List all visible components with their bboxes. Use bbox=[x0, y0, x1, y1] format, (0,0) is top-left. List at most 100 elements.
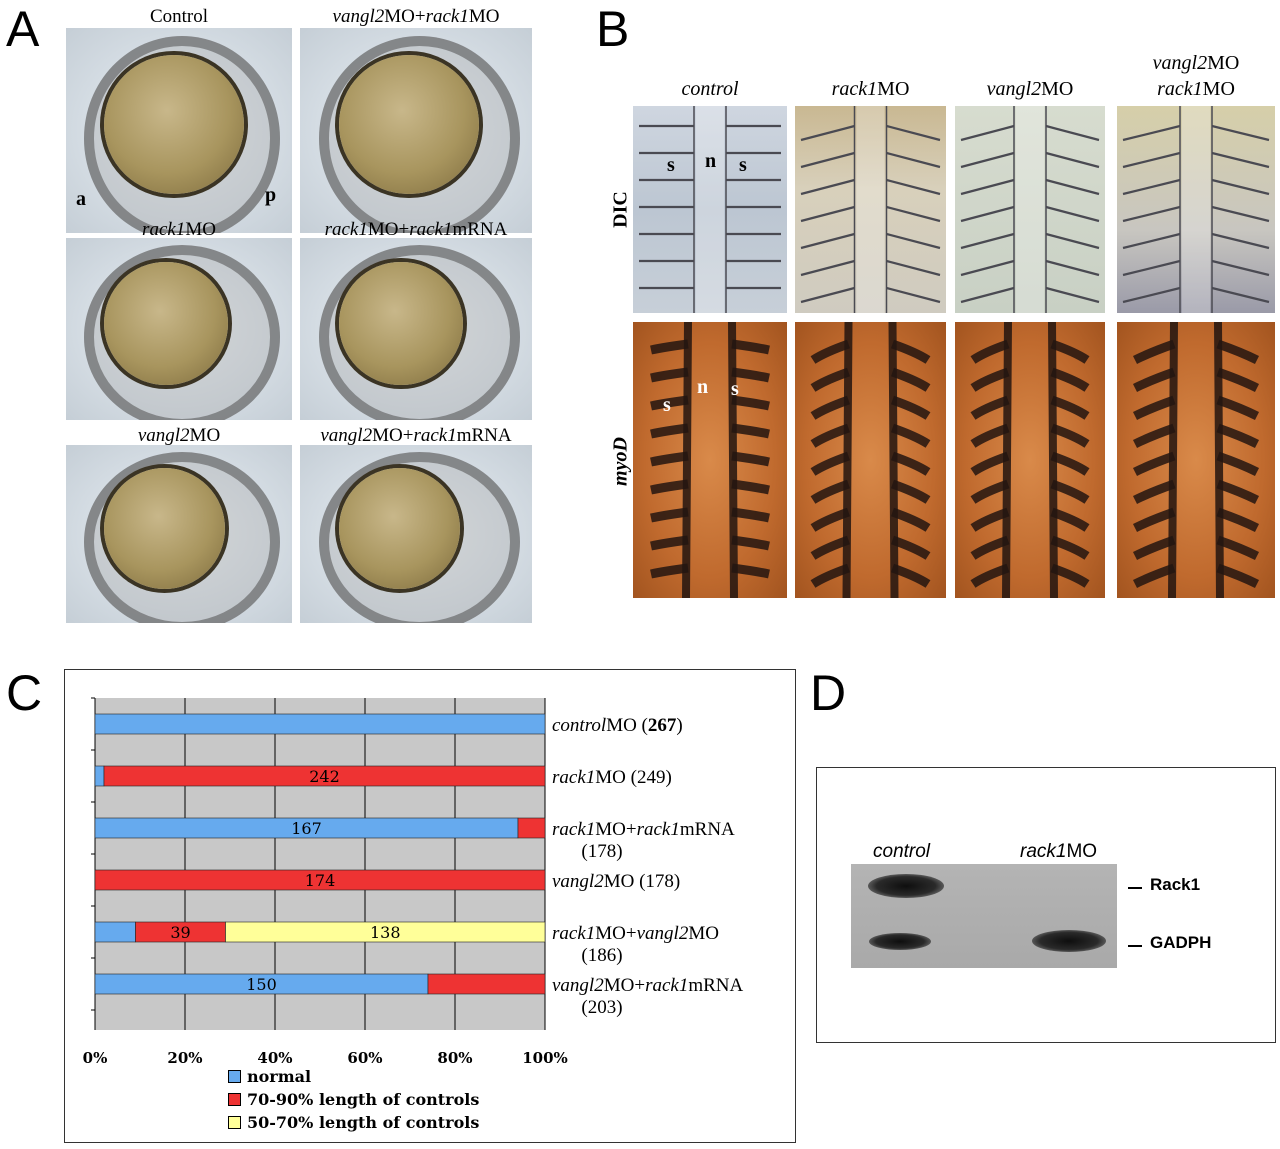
embryo-label: vangl2MO+rack1mRNA bbox=[300, 425, 532, 447]
category-label: controlMO (267) bbox=[552, 715, 683, 736]
legend-entry: normal bbox=[228, 1067, 311, 1086]
category-label-part: mRNA bbox=[680, 819, 735, 840]
x-tick-label: 20% bbox=[167, 1049, 202, 1067]
bar-segment bbox=[225, 921, 546, 943]
myod-stripes bbox=[650, 322, 770, 598]
band-tick bbox=[1128, 945, 1142, 947]
label-part: rack1 bbox=[413, 425, 457, 446]
legend-label: 70-90% length of controls bbox=[247, 1090, 480, 1109]
label-part: MO bbox=[1207, 52, 1240, 74]
label-part: vangl2 bbox=[137, 425, 190, 446]
category-label-part: mRNA bbox=[688, 975, 743, 996]
category-label-part: vangl2 bbox=[552, 871, 604, 892]
embryo-label: vangl2MO bbox=[66, 425, 292, 447]
label-part: mRNA bbox=[456, 425, 512, 446]
x-tick-label: 40% bbox=[257, 1049, 292, 1067]
label-part: MO bbox=[468, 6, 500, 27]
category-label-part: rack1 bbox=[552, 767, 595, 788]
somite-boundaries bbox=[960, 106, 1100, 313]
bar-data-label: 138 bbox=[370, 923, 401, 942]
yolk bbox=[104, 468, 226, 590]
label-part: control bbox=[873, 841, 931, 862]
category-label-part: 267 bbox=[648, 715, 677, 736]
embryo-image-rack1mo bbox=[66, 238, 292, 420]
label-part: rack1 bbox=[324, 219, 368, 240]
somite-label: s bbox=[739, 154, 747, 176]
label-part: rack1 bbox=[831, 78, 878, 100]
bar-segment bbox=[94, 713, 546, 735]
category-label-count: (203) bbox=[581, 997, 622, 1018]
column-label: vangl2MO bbox=[1117, 52, 1275, 75]
band-tick bbox=[1128, 887, 1142, 889]
bar-data-label: 242 bbox=[309, 767, 340, 786]
myod-image bbox=[955, 322, 1105, 598]
label-part: rack1 bbox=[409, 219, 453, 240]
category-label-part: vangl2 bbox=[552, 975, 604, 996]
label-part: MO+ bbox=[372, 425, 414, 446]
category-label: rack1MO+rack1mRNA bbox=[552, 819, 735, 840]
band-gadph-control bbox=[869, 933, 931, 950]
label-part: MO+ bbox=[384, 6, 426, 27]
bar-segment bbox=[94, 869, 546, 891]
category-label: rack1MO+vangl2MO bbox=[552, 923, 719, 944]
x-tick-label: 100% bbox=[522, 1049, 568, 1067]
embryo-image-vangl2mo-rack1mo bbox=[300, 28, 532, 233]
bar-data-label: 150 bbox=[246, 975, 277, 994]
label-part: vangl2 bbox=[986, 78, 1042, 100]
category-label-part: MO (249) bbox=[595, 767, 672, 788]
band-rack1-control bbox=[868, 874, 944, 898]
category-label-part: rack1 bbox=[552, 923, 595, 944]
label-part: MO bbox=[1066, 841, 1098, 862]
legend-entry: 70-90% length of controls bbox=[228, 1090, 479, 1109]
label-part: rack1 bbox=[142, 219, 186, 240]
column-label: control bbox=[633, 78, 787, 101]
category-label-count: (186) bbox=[581, 945, 622, 966]
category-label-part: ) bbox=[676, 715, 682, 736]
category-label-part: control bbox=[552, 715, 606, 736]
panel-c-letter: C bbox=[6, 665, 43, 721]
column-label: rack1MO bbox=[795, 78, 946, 101]
category-label-count: (178) bbox=[581, 841, 622, 862]
notochord-label: n bbox=[705, 150, 717, 172]
somite-boundaries bbox=[639, 106, 781, 313]
label-part: MO bbox=[185, 219, 216, 240]
label-part: vangl2 bbox=[332, 6, 385, 27]
category-label-part: rack1 bbox=[552, 819, 595, 840]
bar-segment bbox=[517, 817, 546, 839]
legend-label: normal bbox=[247, 1067, 312, 1086]
somite-label: s bbox=[731, 378, 739, 400]
column-label-line2: rack1MO bbox=[1117, 78, 1275, 101]
embryo-image-vangl2mo bbox=[66, 445, 292, 623]
somite-label: s bbox=[663, 394, 671, 416]
dic-image bbox=[955, 106, 1105, 313]
myod-stripes bbox=[1132, 322, 1260, 598]
embryo-label: vangl2MO+rack1MO bbox=[300, 6, 532, 28]
band-gadph-rack1mo bbox=[1032, 930, 1106, 952]
embryo-label: rack1MO+rack1mRNA bbox=[300, 219, 532, 241]
embryo-image-rack1mo-rack1mrna bbox=[300, 238, 532, 420]
yolk bbox=[339, 261, 464, 386]
panel-d-letter: D bbox=[810, 665, 847, 721]
bar-segment bbox=[103, 765, 546, 787]
row-label-myod: myoD bbox=[609, 437, 632, 486]
category-label-part: MO+ bbox=[595, 819, 636, 840]
lane-label: rack1MO bbox=[1020, 841, 1097, 863]
myod-image bbox=[1117, 322, 1275, 598]
band-label: Rack1 bbox=[1150, 875, 1201, 894]
yolk bbox=[339, 468, 461, 590]
category-label-part: MO (178) bbox=[604, 871, 681, 892]
x-tick-label: 0% bbox=[83, 1049, 108, 1067]
row-label-dic: DIC bbox=[609, 191, 632, 228]
embryo-label: rack1MO bbox=[66, 219, 292, 241]
label-part: vangl2 bbox=[1152, 52, 1208, 74]
notochord-label: n bbox=[697, 376, 709, 398]
legend-label: 50-70% length of controls bbox=[247, 1113, 480, 1132]
dic-image bbox=[1117, 106, 1275, 313]
label-part: MO bbox=[1041, 78, 1074, 100]
myod-image bbox=[795, 322, 946, 598]
label-part: vangl2 bbox=[320, 425, 373, 446]
category-label-part: MO bbox=[688, 923, 719, 944]
bar-segment bbox=[94, 765, 105, 787]
